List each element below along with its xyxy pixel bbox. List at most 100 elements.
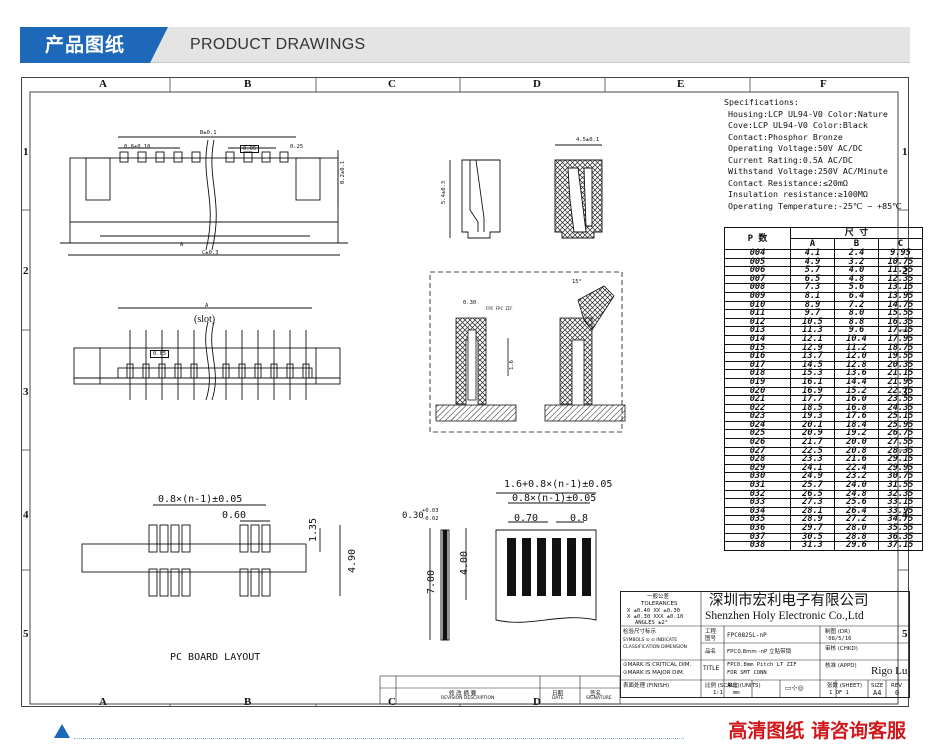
revision-block-lines [379, 675, 621, 705]
section-title: 产品图纸 [20, 27, 150, 63]
revision-date-cn: 日期 [552, 691, 564, 697]
revision-description-en: REVISION DESCRIPTION [441, 696, 495, 701]
dim-c-tol: C±0.3 [202, 250, 219, 256]
spec-current-rating: Current Rating:0.5A AC/DC [728, 154, 853, 165]
zone-col-a-top: A [99, 78, 107, 90]
zone-row-2-left: 2 [23, 265, 29, 277]
size-table-group-row: P 数 尺 寸 [724, 227, 923, 250]
units-label: 单位 (UNITS) [727, 683, 761, 689]
section-detail-box [429, 271, 623, 433]
layout-135: 1.35 [308, 517, 319, 542]
scale-label: 比例 (SCALE) [705, 683, 740, 689]
projection-icon: ▭⊹◎ [785, 684, 804, 692]
drawing-number: FPC0825L-nP [727, 632, 767, 639]
title-label: TITLE [703, 665, 720, 672]
spec-title: Specifications: [724, 97, 799, 107]
size-table-col-c: C [878, 238, 923, 250]
side-view-b [554, 144, 603, 239]
product-name-cn: FPC0.8mm -nP 立贴带锁 [727, 649, 792, 655]
size-table-p-header: P 数 [724, 227, 791, 250]
zone-row-3-left: 3 [23, 386, 29, 398]
spec-housing: Housing:LCP UL94-V0 Color:Nature [728, 108, 888, 119]
fpc-drawing [429, 492, 597, 641]
layout-060: 0.60 [222, 510, 247, 521]
side-view-a [449, 159, 501, 239]
zone-row-1-right: 1 [902, 146, 908, 158]
title-block: 一般公差 TOLERANCES X ±0.40 XX ±0.30 X ±0.30… [620, 591, 910, 698]
dim-c-value: 37.15 [878, 541, 923, 551]
hd-drawing-contact-note: 高清图纸 请咨询客服 [728, 720, 906, 742]
fpc-note: FPC FPC ZIF [486, 306, 513, 311]
size-value: A4 [873, 689, 882, 697]
revision-signature-en: SIGNATURE [586, 696, 612, 701]
fpc-pitch: 0.8×(n-1)±0.05 [512, 493, 597, 504]
approved-label: 核准 (APPD) [825, 663, 857, 669]
tolerance-line-3: ANGLES ±2° [635, 620, 669, 626]
zone-col-f-top: F [820, 78, 827, 90]
footer-divider [74, 738, 684, 739]
fpc-400: 4.00 [459, 550, 470, 575]
check-dimension-cn: 检验尺寸标示 [623, 629, 657, 635]
fpc-700: 7.00 [426, 569, 437, 594]
dim-side-54: 5.4±0.3 [441, 180, 447, 204]
fpc-070: 0.70 [514, 513, 539, 524]
drawn-label: 制图 (DR) [825, 629, 851, 635]
fpc-thickness: 0.30 [402, 511, 424, 521]
spec-insulation-resistance: Insulation resistance:≥100MΩ [728, 189, 868, 199]
zone-col-b-bottom: B [244, 696, 252, 708]
zone-col-d-bottom: D [533, 696, 541, 708]
name-label: 品名 [705, 649, 717, 655]
dim-b-tol: B±0.1 [200, 130, 217, 136]
mark-critical: ⊙MARK IS CRITICAL DIM. [623, 662, 692, 668]
dim-box-b: 0.05 [150, 350, 170, 358]
classification-dimension: CLASSIFICATION DIMENSION [623, 645, 688, 650]
zone-col-c-bottom: C [388, 696, 396, 708]
size-label: SIZE [871, 683, 884, 689]
tolerance-line-2: X ±0.30 XXX ±0.10 [627, 614, 684, 620]
dim-box-a: 0.05 [240, 145, 260, 153]
zone-row-5-right: 5 [902, 628, 908, 640]
section-subtitle: PRODUCT DRAWINGS [190, 36, 366, 53]
fpc-tol-down: -0.02 [422, 516, 439, 522]
title-line-1: FPC0.8mm Pitch LT ZIF [727, 662, 797, 668]
zone-col-a-bottom: A [99, 696, 107, 708]
zone-col-c-top: C [388, 78, 396, 90]
layout-pitch: 0.8×(n-1)±0.05 [158, 494, 243, 505]
zone-col-d-top: D [533, 78, 541, 90]
rev-label: REV [891, 683, 903, 689]
spec-cove: Cove:LCP UL94-V0 Color:Black [728, 120, 868, 130]
drawing-no-label: 图号 [705, 636, 717, 642]
zone-col-e-top: E [677, 78, 685, 90]
spec-operating-voltage: Operating Voltage:50V AC/DC [728, 143, 863, 153]
title-block-lines [620, 591, 910, 698]
mark-major: ⊙MARK IS MAJOR DIM. [623, 670, 685, 676]
dim-width-45: 4.5±0.1 [576, 137, 600, 143]
fpc-tol-up: +0.03 [422, 508, 439, 514]
fpc-08: 0.8 [570, 513, 589, 524]
revision-description-cn: 修 改 摘 要 [449, 691, 477, 697]
size-table-header-row: A B C [725, 238, 923, 250]
size-table-group-header: 尺 寸 [790, 227, 923, 239]
zone-ticks [21, 77, 909, 707]
dim-gap-030: 0.30 [463, 300, 477, 306]
spec-contact-resistance: Contact Resistance:≤20mΩ [728, 177, 848, 188]
scale-value: 1:1 [713, 690, 723, 696]
footer-arrow-icon [54, 724, 70, 738]
top-view [73, 307, 341, 401]
tolerance-cn: 一般公差 [647, 594, 670, 600]
tolerance-en: TOLERANCES [641, 601, 678, 607]
approver-name: Rigo Lu [871, 665, 908, 677]
units-value: mm [733, 690, 740, 696]
dim-a-value: 31.3 [790, 541, 835, 551]
tolerance-line-1: X ±0.40 XX ±0.30 [627, 608, 680, 614]
zone-row-4-left: 4 [23, 509, 29, 521]
